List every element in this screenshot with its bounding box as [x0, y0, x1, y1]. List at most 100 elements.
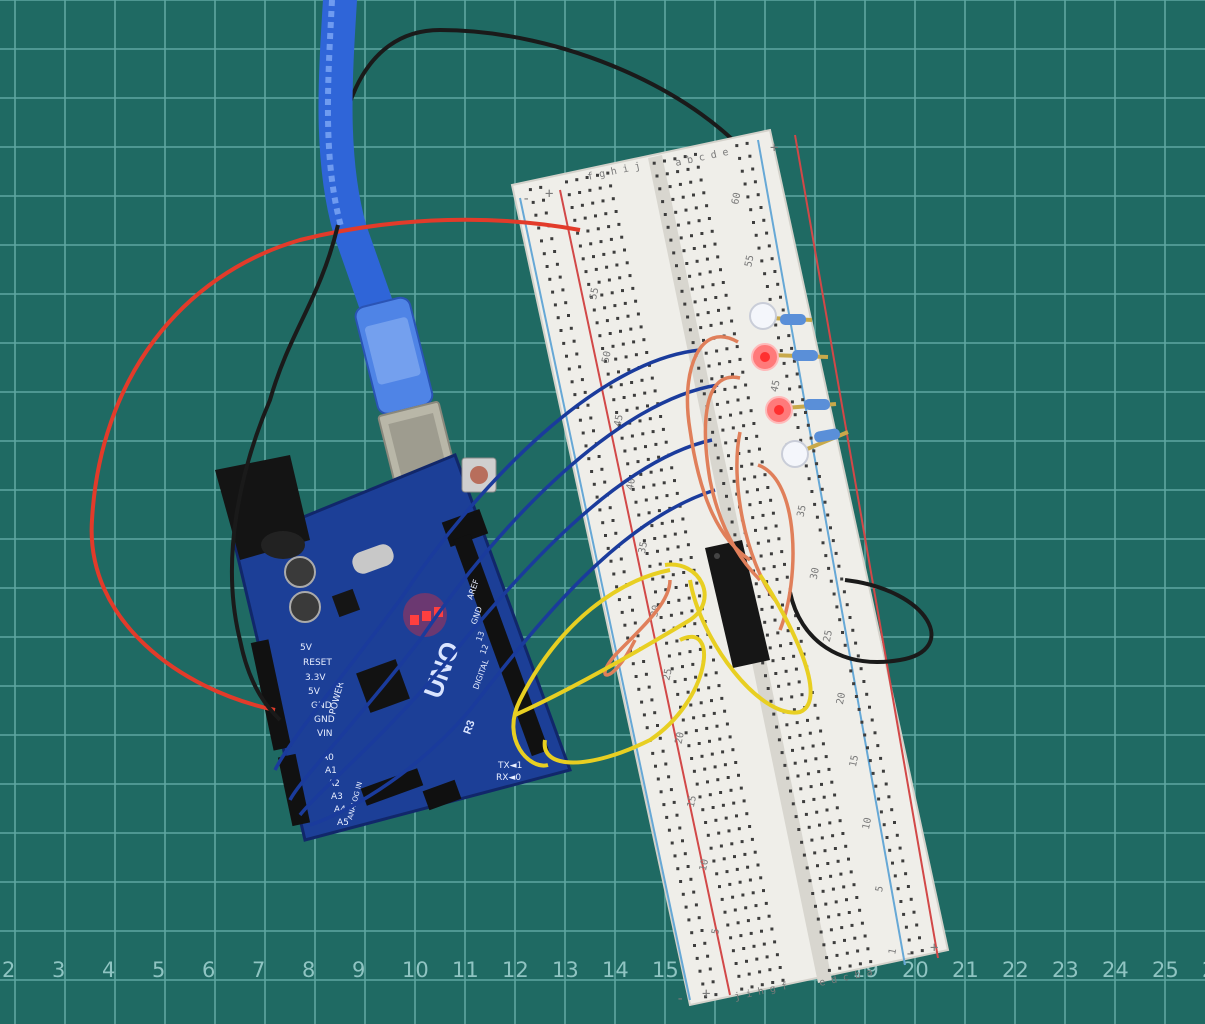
breadboard-hole	[849, 870, 853, 874]
breadboard-hole	[822, 795, 826, 799]
breadboard-hole	[565, 354, 568, 358]
breadboard-hole	[669, 613, 673, 617]
breadboard-hole	[648, 564, 652, 568]
breadboard-hole	[763, 473, 767, 477]
breadboard-hole	[901, 859, 905, 863]
breadboard-hole	[671, 519, 674, 523]
breadboard-hole	[623, 248, 626, 252]
breadboard-hole	[779, 295, 782, 299]
breadboard-hole	[784, 669, 788, 673]
breadboard-hole	[789, 789, 792, 793]
breadboard-hole	[831, 539, 835, 543]
breadboard-hole	[741, 370, 745, 374]
breadboard-hole	[750, 837, 754, 841]
breadboard-hole	[690, 234, 693, 238]
breadboard-hole	[679, 236, 683, 240]
power-pin-label: GND	[314, 715, 335, 725]
breadboard-hole	[702, 191, 706, 195]
breadboard-hole	[753, 475, 757, 479]
breadboard-hole	[791, 802, 795, 806]
breadboard-hole	[838, 618, 842, 622]
breadboard-hole	[666, 225, 670, 229]
breadboard-hole	[731, 748, 735, 752]
breadboard-hole	[700, 929, 704, 932]
breadboard-hole	[591, 201, 595, 205]
breadboard-hole	[596, 173, 599, 177]
breadboard-hole	[637, 687, 641, 691]
breadboard-hole	[690, 609, 694, 613]
breadboard-hole	[809, 436, 813, 440]
breadboard-hole	[721, 750, 725, 754]
breadboard-hole	[653, 389, 657, 393]
breadboard-hole	[733, 855, 736, 859]
breadboard-hole	[760, 259, 764, 263]
breadboard-hole	[844, 844, 848, 848]
breadboard-hole	[692, 716, 696, 720]
breadboard-hole	[615, 585, 619, 589]
icsp-header	[441, 508, 489, 548]
breadboard-hole	[731, 895, 735, 899]
breadboard-hole	[792, 359, 796, 363]
breadboard-hole	[915, 923, 919, 927]
breadboard-hole	[553, 303, 557, 307]
breadboard-hole	[586, 229, 590, 233]
breadboard-hole	[730, 842, 734, 846]
breadboard-hole	[719, 791, 723, 794]
breadboard-hole	[742, 799, 746, 803]
breadboard-hole	[862, 680, 866, 683]
breadboard-hole	[869, 960, 873, 964]
breadboard-hole	[642, 660, 646, 663]
breadboard-hole	[661, 575, 665, 579]
breadboard-hole	[868, 759, 872, 763]
breadboard-hole	[693, 300, 697, 304]
breadboard-hole	[724, 293, 728, 297]
pin12-label: 12	[478, 643, 490, 656]
breadboard-hole	[561, 288, 565, 292]
breadboard-hole	[854, 641, 858, 645]
breadboard-hole	[680, 611, 684, 615]
breadboard-hole	[623, 301, 627, 305]
breadboard-hole	[842, 590, 846, 594]
breadboard-hole	[683, 155, 687, 159]
breadboard-hole	[697, 916, 701, 920]
breadboard-hole	[596, 227, 600, 231]
breadboard-hole	[850, 923, 854, 927]
breadboard-hole	[528, 188, 532, 192]
breadboard-hole	[679, 880, 683, 883]
resistor-4	[814, 428, 841, 443]
breadboard-hole	[672, 251, 676, 255]
breadboard-hole	[604, 534, 607, 537]
analog-header	[277, 753, 311, 827]
breadboard-hole	[750, 462, 754, 466]
breadboard-hole	[681, 839, 684, 843]
breadboard-row-number: 55	[743, 254, 756, 268]
breadboard-hole	[711, 430, 715, 434]
breadboard-hole	[662, 628, 666, 632]
breadboard-hole	[651, 430, 655, 434]
breadboard-hole	[874, 784, 878, 788]
breadboard-hole	[705, 257, 709, 261]
breadboard-hole	[606, 546, 610, 550]
power-pin-label: 5V	[300, 643, 313, 653]
breadboard-hole	[597, 455, 601, 458]
power-pin-label: RESET	[303, 658, 332, 668]
breadboard-hole	[573, 218, 577, 222]
breadboard-hole	[713, 390, 717, 394]
ruler-number: 6	[202, 958, 215, 982]
breadboard-hole	[661, 749, 665, 753]
breadboard-hole	[633, 447, 637, 451]
breadboard-hole	[575, 352, 579, 356]
breadboard-hole	[619, 557, 623, 561]
breadboard-hole	[749, 931, 753, 935]
breadboard-hole	[819, 729, 823, 733]
breadboard-hole	[542, 252, 546, 256]
blue-wires	[273, 348, 719, 827]
breadboard-hole	[534, 213, 538, 217]
breadboard-hole	[636, 460, 640, 464]
breadboard-hole	[708, 739, 711, 743]
breadboard-hole	[545, 265, 549, 268]
breadboard-hole	[829, 874, 833, 878]
breadboard-hole	[711, 806, 715, 809]
breadboard-hole	[603, 306, 607, 310]
breadboard-hole	[639, 325, 643, 329]
